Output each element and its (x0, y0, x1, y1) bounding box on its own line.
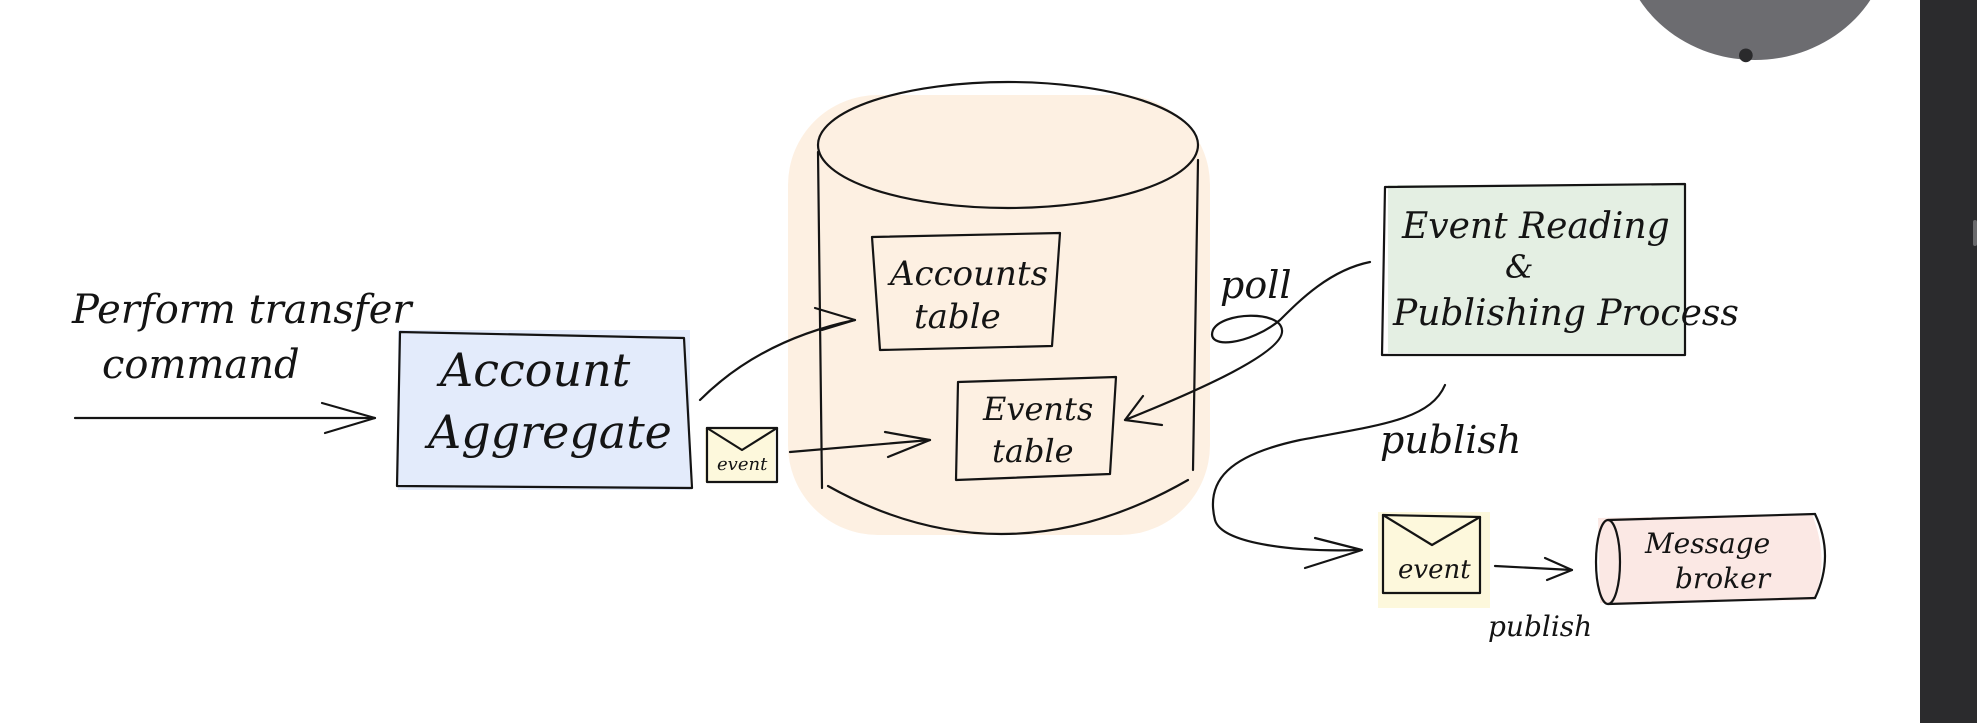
broker-label-line1: Message (1644, 527, 1770, 560)
envelope-icon (705, 426, 779, 484)
aggregate-outline (395, 330, 694, 490)
database-top (816, 80, 1200, 210)
database-fill (788, 95, 1210, 535)
poll-loop-arrow (1123, 260, 1372, 422)
envelope-to-events-arrow (788, 438, 932, 454)
database-bottom (826, 478, 1190, 536)
envelope-to-broker-arrow (1493, 564, 1574, 572)
poll-arrow-head (1123, 394, 1164, 427)
poll-label: poll (1220, 263, 1292, 307)
aggregate-to-accounts-arrow-head (813, 306, 857, 332)
accounts-table-label-line1: Accounts (887, 254, 1048, 294)
publish-curve-arrow (1211, 383, 1447, 552)
envelope-large-label: event (1398, 555, 1471, 585)
envelope-label: event (717, 454, 768, 475)
envelope-large-flap (1381, 513, 1482, 547)
publish-arrow-head (1303, 536, 1364, 570)
message-broker: Message broker (1594, 512, 1827, 606)
events-table-box (954, 375, 1118, 482)
broker-label-line2: broker (1675, 562, 1772, 595)
command-label-line1: Perform transfer (71, 287, 414, 333)
process-outline (1380, 182, 1687, 357)
diagram-canvas: Perform transfer command Account Aggrega… (71, 80, 1827, 643)
architecture-diagram: Perform transfer command Account Aggrega… (71, 80, 1827, 643)
event-publishing-process-box: Event Reading & Publishing Process (1380, 182, 1739, 357)
apple-icon: ● (1738, 44, 1754, 65)
command-arrow-head (320, 401, 377, 435)
aggregate-label-line2: Aggregate (424, 405, 672, 459)
scrollbar-track[interactable] (1920, 0, 1977, 723)
process-fill (1388, 185, 1686, 353)
events-table-label-line1: Events (982, 390, 1093, 428)
aggregate-fill (398, 330, 690, 490)
broker-bottom-line (1606, 596, 1817, 606)
database-left-side (816, 150, 824, 490)
poll-connector: poll (1123, 260, 1372, 427)
aggregate-label-line1: Account (436, 343, 631, 397)
publish-label: publish (1380, 418, 1521, 462)
envelope-to-events-arrow-head (883, 430, 932, 459)
database-right-side (1191, 158, 1200, 472)
publish-connector: publish (1211, 383, 1521, 570)
aggregate-to-accounts-arrow (698, 318, 857, 402)
accounts-table-box (870, 231, 1062, 352)
database-cylinder: Accounts table Events table (788, 80, 1210, 536)
command-label-line2: command (102, 342, 300, 388)
scrollbar-thumb[interactable] (1973, 220, 1977, 246)
accounts-table-label-line2: table (914, 297, 1001, 337)
command-input: Perform transfer command (71, 287, 414, 435)
event-envelope-large: event (1378, 512, 1490, 608)
broker-fill (1598, 514, 1822, 603)
envelope-to-broker-arrow-head (1543, 556, 1574, 582)
envelope-flap (705, 426, 779, 452)
events-table-label-line2: table (992, 432, 1074, 470)
process-label-line2: & (1505, 248, 1533, 286)
event-envelope-small: event (705, 426, 779, 484)
envelope-icon (1381, 513, 1482, 595)
process-label-line3: Publishing Process (1392, 293, 1739, 334)
broker-right-end (1813, 512, 1827, 600)
publish-label-small: publish (1488, 610, 1592, 643)
process-label-line1: Event Reading (1401, 206, 1670, 247)
broker-top-line (1606, 512, 1817, 522)
account-aggregate-box: Account Aggregate (395, 330, 694, 490)
